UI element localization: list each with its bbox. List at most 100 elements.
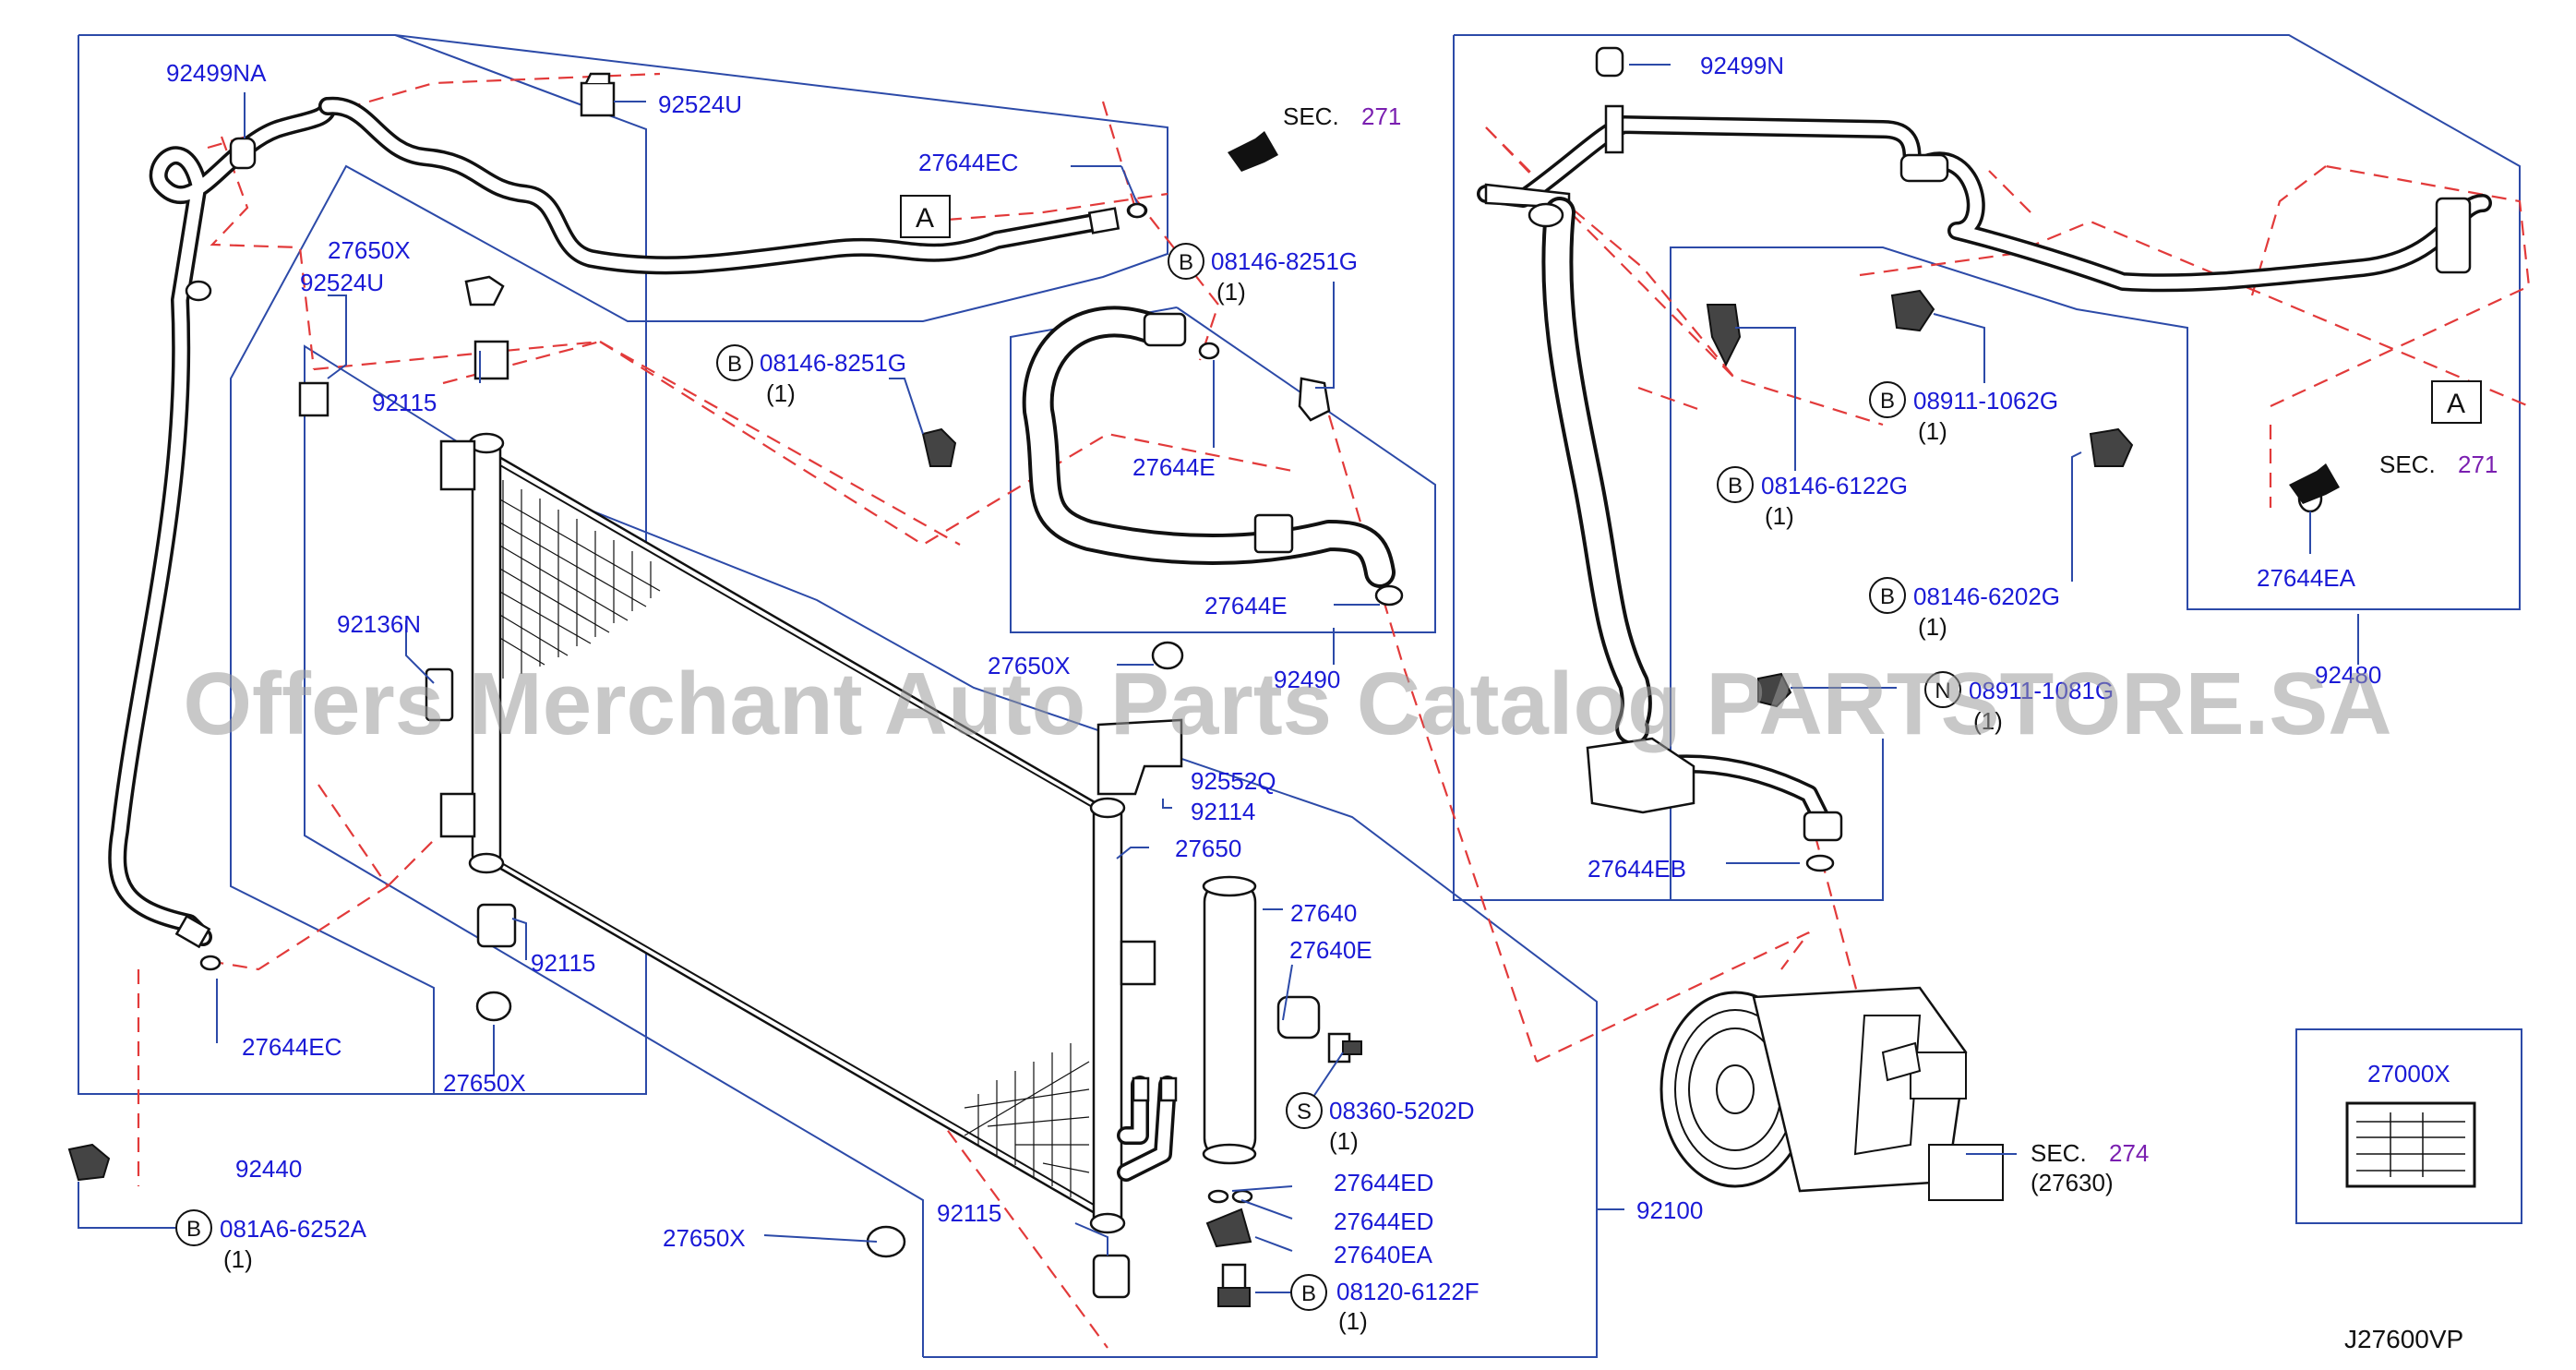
svg-text:SEC.: SEC. [2379,451,2436,478]
qty-08911-1062g: (1) [1918,417,1947,445]
label-08146-8251g-a: 08146-8251G [760,349,906,377]
svg-text:N: N [1935,679,1950,703]
qty-08911-1081g: (1) [1973,707,2003,735]
qty-08146-8251g-b: (1) [1216,278,1246,306]
bolt-081a6-6252a [67,1143,111,1182]
marker-b-08911-1062g: B [1869,381,1906,418]
clip-92524u-top [580,81,616,117]
cap-92499na [229,137,257,170]
label-27000x: 27000X [2367,1060,2450,1088]
label-08911-1081g: 08911-1081G [1969,677,2114,704]
label-92115-a: 92115 [372,389,437,416]
qty-08146-6122g: (1) [1765,502,1794,530]
label-92440: 92440 [235,1155,302,1183]
bolt-08146-8251g-b [1298,377,1331,422]
frame-92100 [304,344,1598,1358]
frame-lines [78,34,2522,1358]
part-labels: 92499NA 92524U 27644EC 27650X 92524U 921… [166,52,2450,1335]
label-92524u-left: 92524U [300,269,384,296]
marker-b-08146-8251g-b: B [1168,243,1204,280]
svg-text:SEC.: SEC. [1283,102,1339,130]
label-27644ed-b: 27644ED [1334,1208,1433,1235]
frame-upper-pipe [230,34,1168,1094]
bolt-08146-6202g [2089,427,2134,467]
marker-s-08360-5202d: S [1286,1092,1323,1129]
svg-text:271: 271 [1361,102,1401,130]
label-27650x-a: 27650X [328,236,411,264]
label-92552q: 92552Q [1191,767,1276,795]
mount-27650x-c [475,991,512,1022]
label-92490: 92490 [1274,666,1340,693]
svg-text:B: B [1179,250,1193,275]
bolt-08911-1062g [1890,289,1935,332]
pipe-upper [318,96,1148,275]
watermark-text: Offers Merchant Auto Parts Catalog PARTS… [183,655,2391,753]
svg-text:274: 274 [2109,1139,2149,1167]
label-27650x-b: 27650X [988,652,1071,679]
ref-box-a-right: A [2431,380,2482,424]
condenser-right-tank [1092,801,1123,1230]
label-27644ed-a: 27644ED [1334,1169,1433,1196]
label-08146-6122g: 08146-6122G [1761,472,1908,499]
qty-08146-8251g-a: (1) [766,379,796,407]
label-081a6-6252a: 081A6-6252A [220,1215,367,1243]
marker-b-08120-6122f: B [1290,1274,1327,1311]
label-92100: 92100 [1636,1196,1703,1224]
mount-27650x-b [1151,641,1184,670]
frame-92480-left-edge [1453,35,1523,901]
label-08146-6202g: 08146-6202G [1913,583,2060,610]
qty-08360-5202d: (1) [1329,1127,1359,1155]
svg-text:B: B [1301,1281,1316,1306]
label-08146-8251g-b: 08146-8251G [1211,247,1358,275]
cap-92499n [1595,46,1624,78]
marker-b-08146-8251g-a: B [716,344,753,381]
frame-27000x [2295,1028,2522,1224]
svg-text:SEC.: SEC. [2031,1139,2087,1167]
label-27644ec-b: 27644EC [242,1033,341,1061]
nut-08911-1081g [1757,672,1792,708]
label-27644eb: 27644EB [1588,855,1686,883]
svg-text:B: B [727,352,742,377]
mount-92115-c [1092,1254,1131,1299]
bracket-top-left [439,439,476,491]
mount-92115-b [476,903,517,948]
sec-274: SEC. 274 (27630) [2031,1139,2149,1196]
hose-fitting [1586,737,1695,814]
arrow-sec-271-right [2289,463,2340,504]
diagram-id: J27600VP [2344,1325,2463,1353]
label-27644ec-top: 27644EC [918,149,1018,176]
sec-271-left: SEC. 271 [1283,102,1401,130]
condenser-grid-bottom [964,1043,1090,1197]
label-27640ea: 27640EA [1334,1241,1433,1268]
sec-271-right: SEC. 271 [2379,451,2498,478]
arrow-sec-271-left [1228,131,1278,172]
qty-081a6-6252a: (1) [223,1245,253,1273]
label-92115-b: 92115 [531,949,595,977]
label-27644e-b: 27644E [1204,592,1288,619]
label-27640e: 27640E [1289,936,1372,964]
label-27644e-a: 27644E [1132,453,1216,481]
label-27000x-icon [2345,1101,2476,1188]
mount-27650x-a [464,275,505,306]
compressor [1659,986,2004,1201]
label-27650x-d: 27650X [663,1224,746,1252]
frame-92490 [1010,306,1436,633]
hose-suction [1528,197,1843,872]
bracket-mid-left [439,792,476,838]
qty-08120-6122f: (1) [1338,1307,1368,1335]
svg-text:B: B [1880,584,1895,609]
label-08120-6122f: 08120-6122F [1336,1278,1480,1305]
label-27644ea: 27644EA [2257,564,2356,592]
label-92136n: 92136N [337,610,421,638]
small-parts [67,46,2476,1299]
svg-text:271: 271 [2458,451,2498,478]
condenser-grid-top [497,480,661,679]
circled-markers: B B B S B B B B N [175,243,1961,1311]
hose-92490 [1022,306,1404,607]
svg-text:(27630): (27630) [2031,1169,2114,1196]
bolt-08146-8251g-a [921,427,957,467]
svg-text:A: A [916,203,934,234]
receiver-drier-27640 [1202,875,1362,1307]
label-92480: 92480 [2315,661,2381,689]
